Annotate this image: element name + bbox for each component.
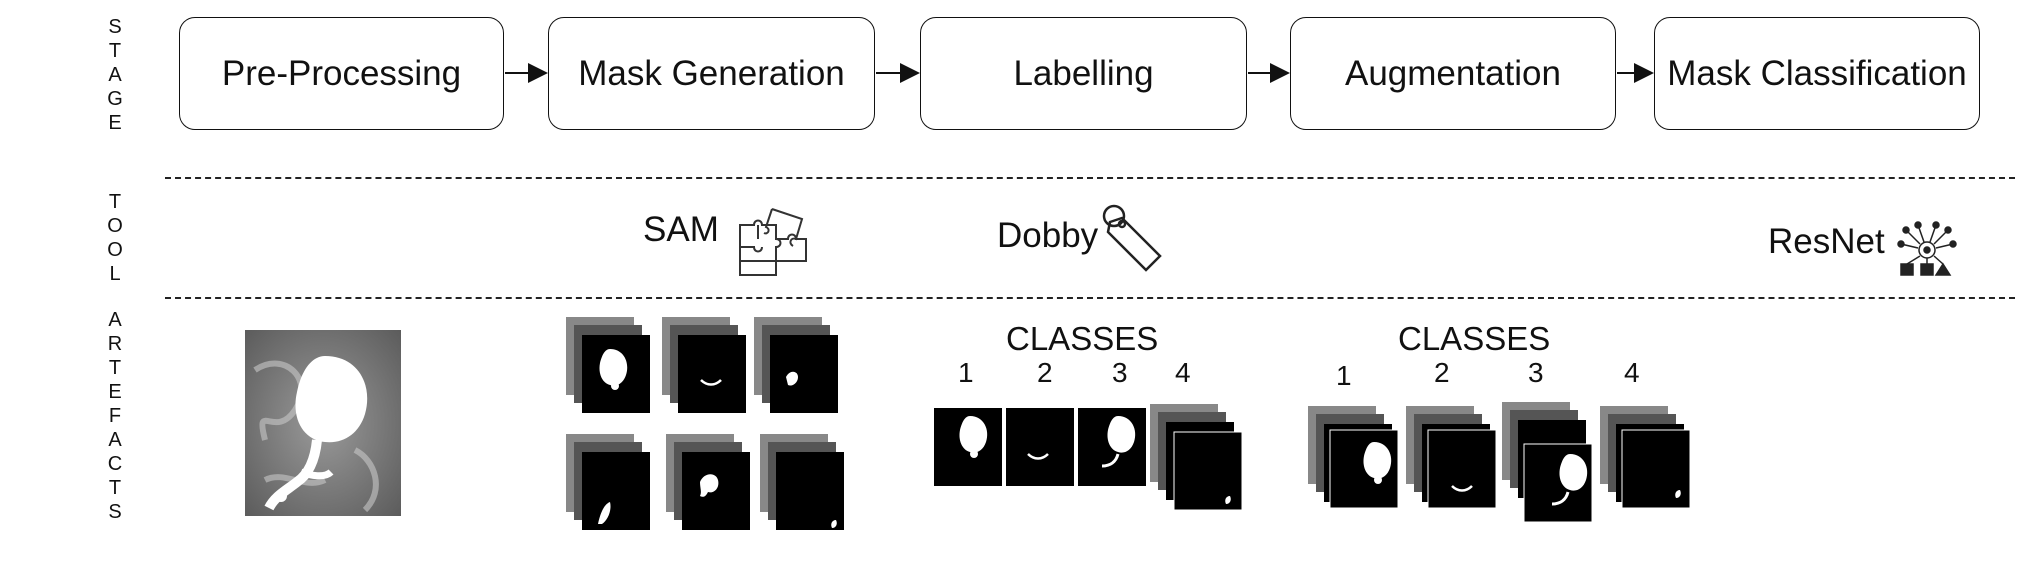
augmentation-classes-title: CLASSES [1398,320,1551,357]
augmentation-class-number: 3 [1528,357,1544,388]
stage-mask-classification: Mask Classification [1654,17,1980,130]
augmented-stack-class-4 [1600,406,1691,509]
stage-augmentation: Augmentation [1290,17,1616,130]
mask-stack-6 [760,434,844,530]
labelling-classes-title: CLASSES [1006,320,1159,357]
stage-mask-generation: Mask Generation [548,17,875,130]
separator-stage-tool [165,177,2015,179]
labelling-class-number: 4 [1175,357,1191,388]
augmented-stack-class-3 [1502,402,1593,523]
mask-generation-stacks [566,317,844,530]
tool-resnet-label: ResNet [1768,222,1885,261]
stage-pre-processing: Pre-Processing [179,17,504,130]
puzzle-icon [739,208,807,276]
labelling-masks [934,404,1243,511]
mask-stack-1 [566,317,650,413]
stage-label: Mask Generation [578,53,845,93]
augmented-stack-class-1 [1308,406,1399,509]
augmented-stack-class-2 [1406,406,1497,509]
neural-network-icon [1897,221,1957,276]
mask-stack-2 [662,317,746,413]
stage-label: Labelling [1013,53,1154,93]
labelled-mask-class-4 [1150,404,1243,511]
labelled-mask-class-1 [934,408,1002,486]
augmentation-stacks [1308,402,1691,523]
stage-label: Mask Classification [1667,53,1967,93]
tool-dobby-label: Dobby [997,216,1099,255]
tool-sam-label: SAM [643,210,719,249]
tag-icon [1102,204,1162,272]
stage-label: Pre-Processing [221,53,462,93]
augmentation-class-number: 2 [1434,357,1450,388]
mask-stack-3 [754,317,838,413]
separator-tool-artefacts [165,297,2015,299]
mask-stack-5 [666,434,750,530]
augmentation-class-number: 1 [1336,360,1352,391]
xray-image [245,330,401,516]
augmentation-class-number: 4 [1624,357,1640,388]
mask-stack-4 [566,434,650,530]
labelled-mask-class-2 [1006,408,1074,486]
labelling-class-number: 2 [1037,357,1053,388]
labelling-class-number: 1 [958,357,974,388]
stage-labelling: Labelling [920,17,1247,130]
labelling-class-number: 3 [1112,357,1128,388]
labelled-mask-class-3 [1078,408,1146,486]
stage-label: Augmentation [1345,53,1561,93]
